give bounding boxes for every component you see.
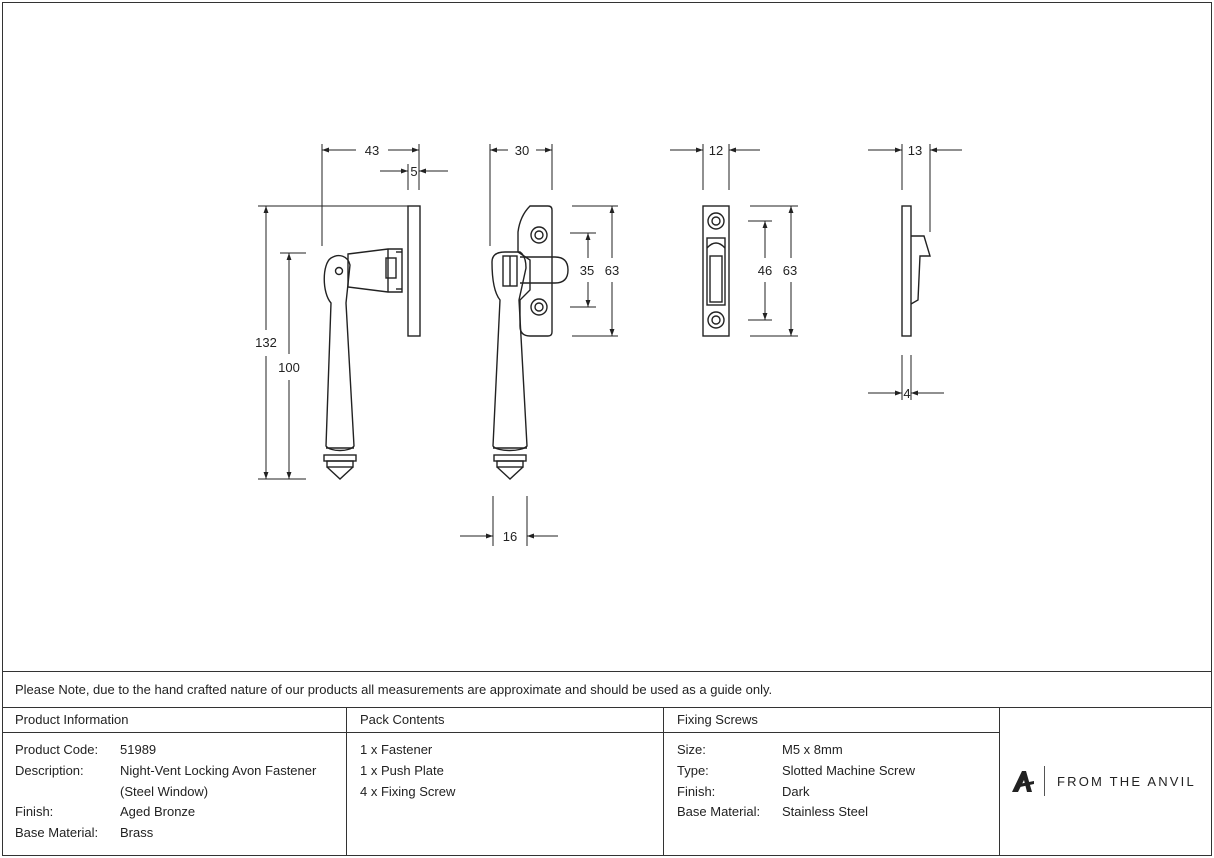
- fastener-front-view: [491, 205, 569, 480]
- dim-16: 16: [503, 529, 517, 544]
- header-rule: [2, 732, 999, 733]
- disclaimer-note: Please Note, due to the hand crafted nat…: [15, 682, 773, 697]
- dim-35: 35: [580, 263, 594, 278]
- product-code-label: Product Code:: [15, 742, 99, 757]
- dim-30: 30: [515, 143, 529, 158]
- brand-name: FROM THE ANVIL: [1057, 773, 1196, 789]
- screw-size-value: M5 x 8mm: [782, 742, 843, 757]
- dim-5: 5: [410, 164, 417, 179]
- fixing-screws-heading: Fixing Screws: [677, 712, 758, 727]
- footer-top-rule: [2, 671, 1212, 672]
- anvil-a-logo-icon: [1012, 771, 1034, 792]
- description-label: Description:: [15, 763, 84, 778]
- push-plate-side-view: [901, 205, 931, 337]
- dim-63-plate: 63: [783, 263, 797, 278]
- dim-13: 13: [908, 143, 922, 158]
- screw-finish-label: Finish:: [677, 784, 716, 799]
- screw-type-label: Type:: [677, 763, 709, 778]
- dim-12: 12: [709, 143, 723, 158]
- description-value-line2: (Steel Window): [120, 784, 209, 799]
- dim-100: 100: [278, 360, 300, 375]
- base-material-value: Brass: [120, 825, 154, 840]
- technical-drawing: 43 5 30 12 13 132 100 35 63 46 63 16 4: [255, 143, 962, 546]
- brand-divider: [1044, 766, 1045, 796]
- dimension-lines: [258, 144, 962, 546]
- pack-item: 1 x Push Plate: [360, 763, 444, 778]
- dim-132: 132: [255, 335, 277, 350]
- brand-block: FROM THE ANVIL: [1010, 764, 1196, 798]
- dimension-labels: 43 5 30 12 13 132 100 35 63 46 63 16 4: [255, 143, 922, 544]
- product-info-heading: Product Information: [15, 712, 129, 727]
- push-plate-front-view: [702, 205, 730, 337]
- col-divider-3: [999, 707, 1000, 856]
- dim-4: 4: [903, 386, 910, 401]
- description-value: Night-Vent Locking Avon Fastener: [120, 763, 317, 778]
- finish-value: Aged Bronze: [120, 804, 196, 819]
- product-code-value: 51989: [120, 742, 157, 757]
- screw-finish-value: Dark: [782, 784, 810, 799]
- fastener-side-view: [323, 205, 421, 480]
- note-rule: [2, 707, 1212, 708]
- finish-label: Finish:: [15, 804, 54, 819]
- screw-material-value: Stainless Steel: [782, 804, 868, 819]
- pack-item: 1 x Fastener: [360, 742, 433, 757]
- screw-type-value: Slotted Machine Screw: [782, 763, 915, 778]
- dim-43: 43: [365, 143, 379, 158]
- screw-material-label: Base Material:: [677, 804, 761, 819]
- pack-item: 4 x Fixing Screw: [360, 784, 456, 799]
- base-material-label: Base Material:: [15, 825, 99, 840]
- col-divider-1: [346, 707, 347, 856]
- dim-46: 46: [758, 263, 772, 278]
- col-divider-2: [663, 707, 664, 856]
- dim-63-fastener: 63: [605, 263, 619, 278]
- screw-size-label: Size:: [677, 742, 706, 757]
- pack-contents-heading: Pack Contents: [360, 712, 445, 727]
